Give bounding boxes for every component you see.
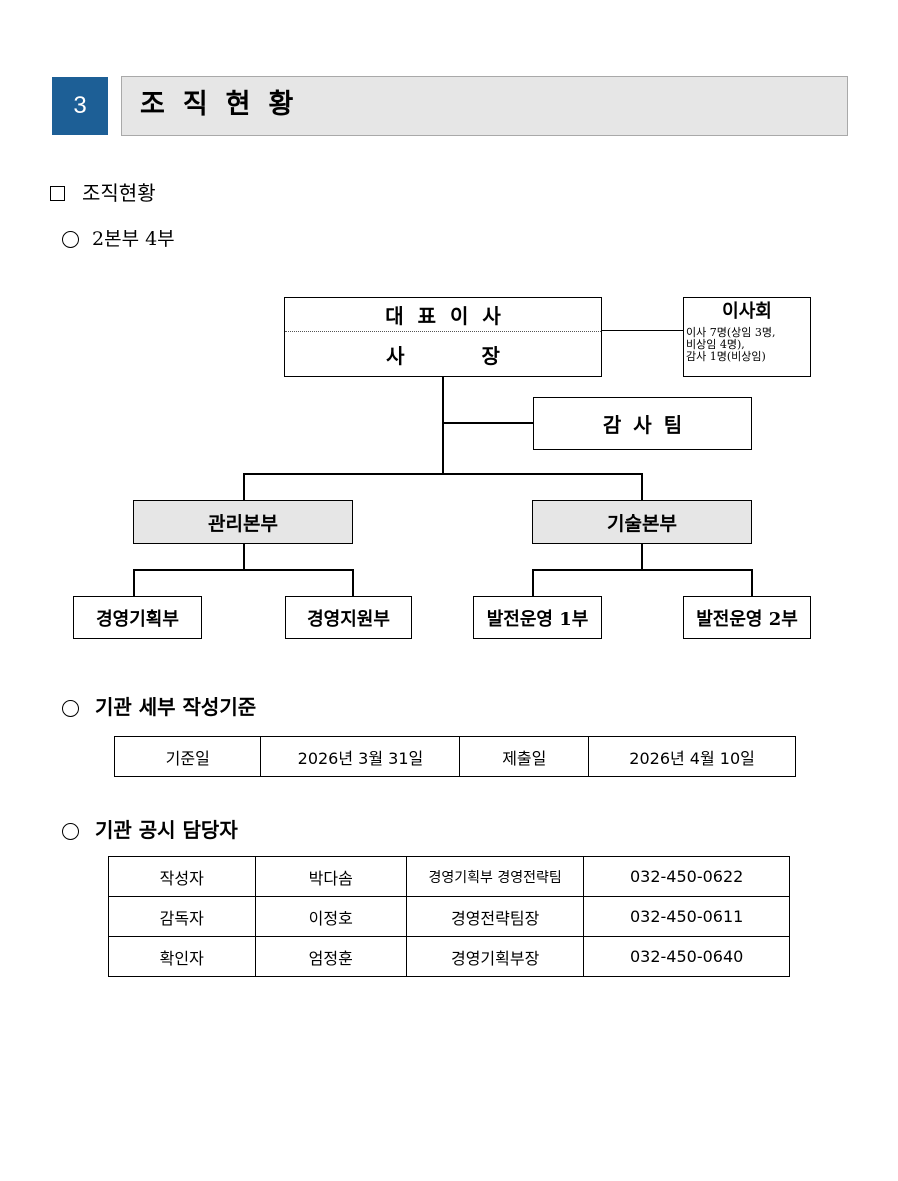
ceo-title: 대표이사 bbox=[285, 298, 601, 332]
division-technology: 기술본부 bbox=[532, 500, 752, 544]
circle-bullet-icon bbox=[62, 231, 79, 248]
contact-name: 박다솜 bbox=[254, 856, 407, 897]
contact-name: 엄정훈 bbox=[254, 936, 407, 977]
contact-phone: 032-450-0640 bbox=[583, 936, 790, 977]
board-note-line: 이사 7명(상임 3명, bbox=[686, 326, 776, 339]
connector-tech-down bbox=[641, 544, 643, 570]
board-box: 이사회 이사 7명(상임 3명, 비상임 4명), 감사 1명(비상임) bbox=[683, 297, 811, 377]
table-row: 작성자 박다솜 경영기획부 경영전략팀 032-450-0622 bbox=[108, 856, 790, 897]
criteria-label-submit-date: 제출일 bbox=[459, 736, 590, 777]
contact-role: 확인자 bbox=[108, 936, 256, 977]
connector-board bbox=[602, 330, 684, 331]
connector-audit bbox=[443, 422, 534, 424]
connector-tech-left bbox=[532, 569, 534, 597]
ceo-box: 대표이사 사 장 bbox=[284, 297, 602, 377]
org-summary: 2본부 4부 bbox=[92, 228, 175, 250]
contact-dept: 경영기획부 경영전략팀 bbox=[405, 856, 585, 897]
connector-mgmt-right bbox=[352, 569, 354, 597]
section-title-box bbox=[121, 76, 848, 136]
criteria-heading: 기관 세부 작성기준 bbox=[95, 695, 257, 719]
connector-division-right bbox=[641, 473, 643, 501]
section-title: 조직현황 bbox=[140, 89, 312, 120]
board-note-line: 비상임 4명), bbox=[686, 338, 745, 351]
criteria-table: 기준일 2026년 3월 31일 제출일 2026년 4월 10일 bbox=[113, 736, 796, 777]
connector-tech-right bbox=[751, 569, 753, 597]
ceo-subtitle: 사 장 bbox=[386, 343, 500, 368]
contact-dept: 경영기획부장 bbox=[405, 936, 585, 977]
contact-role: 감독자 bbox=[108, 896, 256, 937]
dept-support: 경영지원부 bbox=[285, 596, 412, 639]
contact-name: 이정호 bbox=[254, 896, 407, 937]
dept-operation-2: 발전운영 2부 bbox=[683, 596, 811, 639]
criteria-label-base-date: 기준일 bbox=[113, 736, 262, 777]
criteria-base-date: 2026년 3월 31일 bbox=[260, 736, 461, 777]
connector-divisions bbox=[243, 473, 643, 475]
board-title: 이사회 bbox=[722, 301, 772, 322]
connector-tech-bar bbox=[532, 569, 753, 571]
circle-bullet-icon bbox=[62, 823, 79, 840]
heading-org-status: 조직현황 bbox=[82, 181, 156, 205]
contact-phone: 032-450-0622 bbox=[583, 856, 790, 897]
connector-division-left bbox=[243, 473, 245, 501]
square-bullet-icon bbox=[50, 186, 65, 201]
contacts-table: 작성자 박다솜 경영기획부 경영전략팀 032-450-0622 감독자 이정호… bbox=[108, 856, 790, 977]
connector-mgmt-bar bbox=[133, 569, 354, 571]
connector-mgmt-left bbox=[133, 569, 135, 597]
section-number: 3 bbox=[52, 77, 108, 135]
contact-role: 작성자 bbox=[108, 856, 256, 897]
circle-bullet-icon bbox=[62, 700, 79, 717]
contact-dept: 경영전략팀장 bbox=[405, 896, 585, 937]
board-note-line: 감사 1명(비상임) bbox=[686, 350, 766, 363]
dept-planning: 경영기획부 bbox=[73, 596, 202, 639]
contact-phone: 032-450-0611 bbox=[583, 896, 790, 937]
audit-team-box: 감사팀 bbox=[533, 397, 752, 450]
dept-operation-1: 발전운영 1부 bbox=[473, 596, 602, 639]
table-row: 기준일 2026년 3월 31일 제출일 2026년 4월 10일 bbox=[113, 736, 796, 777]
contacts-heading: 기관 공시 담당자 bbox=[95, 818, 238, 842]
connector-trunk bbox=[442, 377, 444, 474]
criteria-submit-date: 2026년 4월 10일 bbox=[588, 736, 796, 777]
connector-mgmt-down bbox=[243, 544, 245, 570]
division-management: 관리본부 bbox=[133, 500, 353, 544]
table-row: 감독자 이정호 경영전략팀장 032-450-0611 bbox=[108, 896, 790, 937]
table-row: 확인자 엄정훈 경영기획부장 032-450-0640 bbox=[108, 936, 790, 977]
